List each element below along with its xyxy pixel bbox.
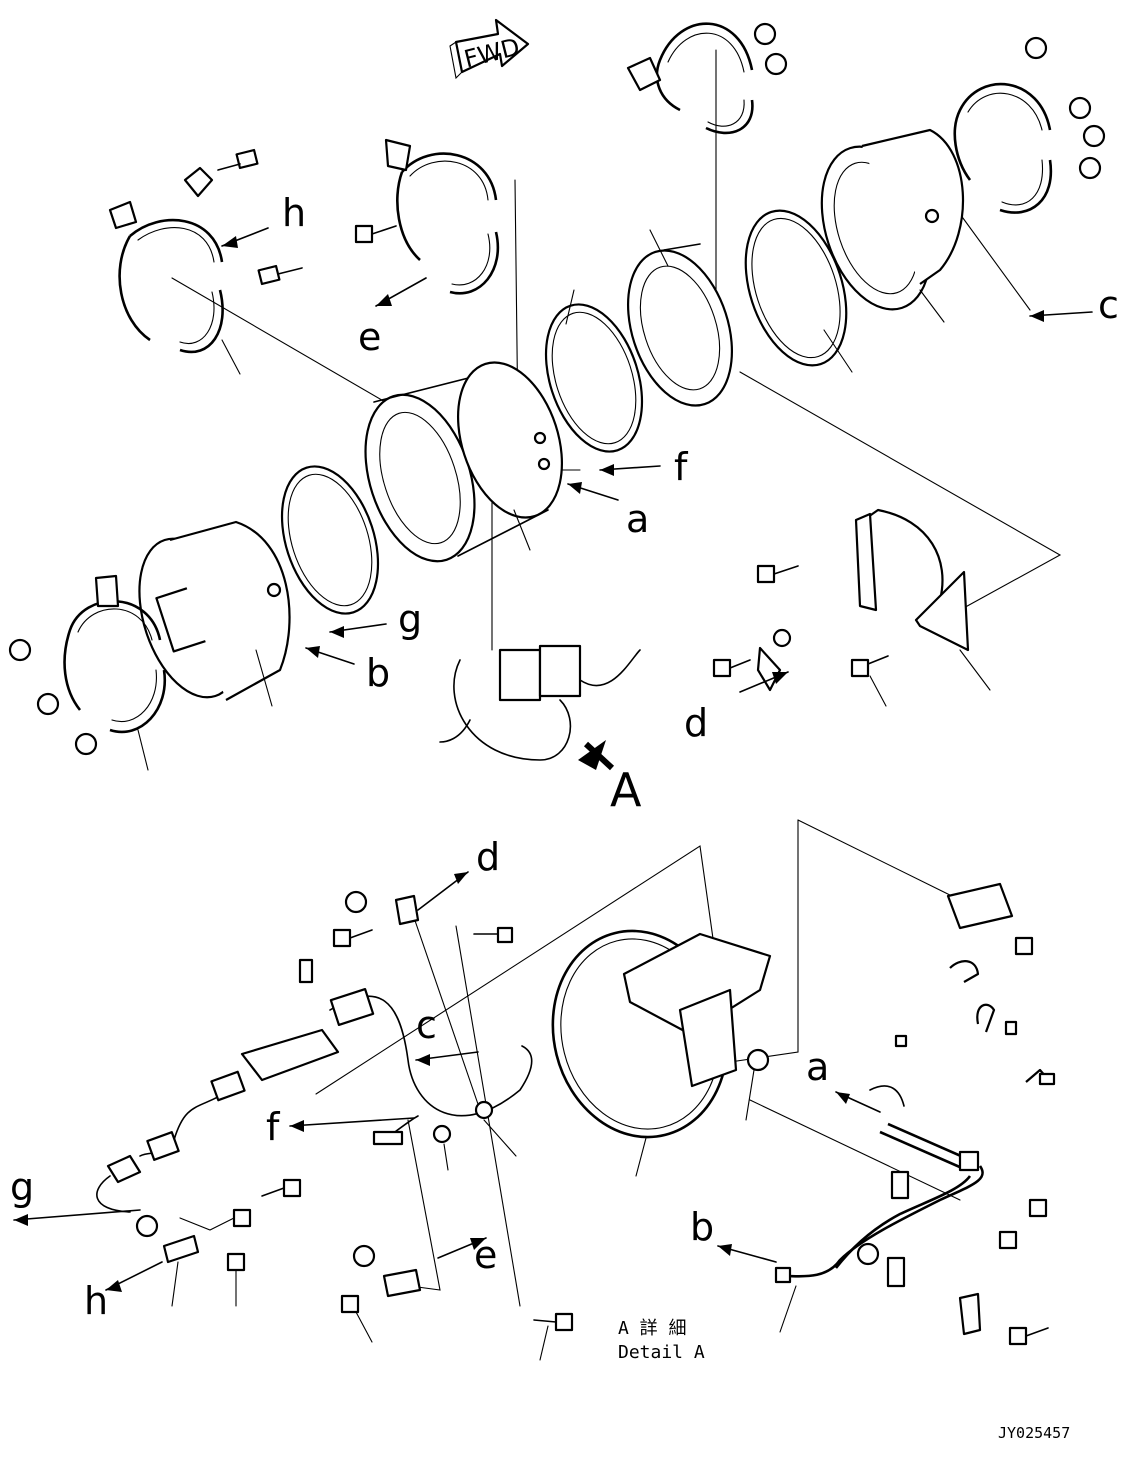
label-d-lower: d [476, 835, 500, 879]
upper-arrows [137, 227, 1093, 771]
label-g-lower: g [10, 1165, 34, 1209]
flange-ring [626, 243, 734, 407]
label-e-upper: e [358, 315, 381, 359]
detail-a-lines [179, 819, 961, 1307]
left-harness [96, 958, 533, 1213]
label-h-lower: h [84, 1279, 108, 1323]
view-label-a: A [610, 763, 642, 817]
drawing-code: JY025457 [998, 1424, 1070, 1442]
right-housing [820, 128, 965, 311]
fwd-arrow: FWD [449, 18, 530, 80]
label-b-upper: b [366, 651, 390, 695]
middle-clamp-ring [354, 138, 500, 295]
top-clamp-ring [626, 22, 788, 135]
label-c-lower: c [416, 1003, 437, 1047]
label-a-lower: a [806, 1045, 829, 1089]
left-housing [138, 520, 291, 701]
label-b-lower: b [690, 1205, 714, 1249]
label-c-upper: c [1098, 283, 1119, 327]
right-detail [774, 882, 1056, 1346]
label-d-upper: d [684, 701, 708, 745]
label-h-upper: h [282, 191, 306, 235]
detail-caption-en: Detail A [618, 1342, 705, 1363]
gaskets [280, 209, 848, 615]
detail-caption-jp: A 詳 細 [618, 1318, 687, 1339]
label-a-upper: a [626, 497, 649, 541]
label-f-lower: f [266, 1105, 281, 1149]
main-cylinder [364, 361, 564, 563]
lower-arrows [13, 871, 881, 1361]
label-e-lower: e [474, 1233, 497, 1277]
callout-labels: h e f a g b c d A d c f g h e a b [10, 191, 1119, 1323]
label-g-upper: g [398, 597, 422, 641]
small-hardware [135, 890, 574, 1332]
lower-left-clamp-ring [8, 574, 167, 756]
harness-miniature [439, 644, 641, 771]
label-f-upper: f [674, 445, 689, 489]
clamp-band [551, 929, 772, 1139]
bracket-assembly [712, 508, 970, 692]
left-clamp-ring [108, 148, 303, 354]
right-clamp-ring [953, 36, 1106, 214]
